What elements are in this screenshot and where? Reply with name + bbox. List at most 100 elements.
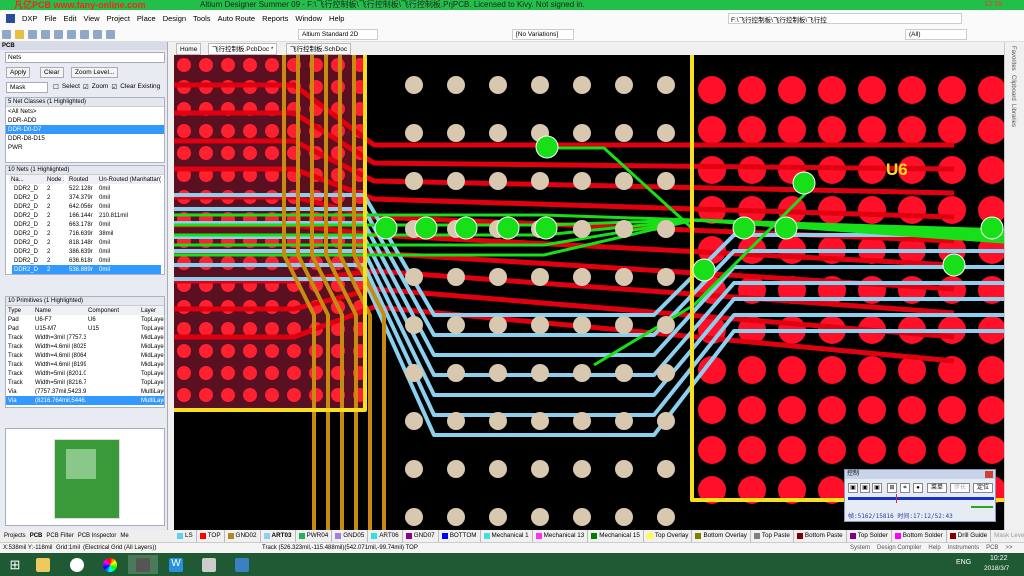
status-link[interactable]: PCB [986,545,999,551]
column-header[interactable]: Name [35,307,52,314]
layer-tab[interactable]: Top Overlay [644,530,693,542]
copy-icon[interactable] [80,30,89,39]
menu-window[interactable]: Window [295,14,323,23]
pcb-canvas[interactable] [174,55,1004,530]
column-header[interactable]: Node ... [47,176,67,183]
menu-design[interactable]: Design [162,14,187,23]
layer-tab[interactable]: GND07 [403,530,439,542]
layer-tab[interactable]: Top Solder [847,530,892,542]
new-icon[interactable] [2,30,11,39]
net-class-item[interactable]: DDR-ADD [8,117,37,124]
mode-select[interactable]: Nets [5,52,165,63]
column-header[interactable]: Layer [141,307,157,314]
net-class-item[interactable]: DDR-D0-D7 [6,125,164,134]
column-header[interactable]: Type [8,307,22,314]
status-link[interactable]: >> [1005,545,1013,551]
close-icon[interactable] [985,471,993,478]
select-checkbox[interactable]: ☐ [53,84,59,91]
zoom-icon[interactable] [54,30,63,39]
path-combo[interactable]: F:\飞行控制板\飞行控制板\飞行控 [728,13,962,24]
layer-tab[interactable]: BOTTOM [439,530,481,542]
status-link[interactable]: Design Compiler [877,545,922,551]
column-header[interactable]: Component [88,307,120,314]
tab-pcbdoc[interactable]: 飞行控制板.PcbDoc * [208,43,278,55]
save-icon[interactable] [28,30,37,39]
volume-slider[interactable] [971,506,993,508]
column-header[interactable]: Un-Routed (Manhattan) [99,176,161,183]
net-class-item[interactable]: DDR-D8-D15 [8,135,45,142]
layer-tab[interactable]: Mechanical 15 [588,530,644,542]
print-icon[interactable] [41,30,50,39]
menu-view[interactable]: View [83,14,100,23]
status-link[interactable]: Instruments [947,545,980,551]
clear-button[interactable]: Clear [40,67,64,78]
tab-pcb[interactable]: PCB [29,533,43,539]
net-class-item[interactable]: PWR [8,144,23,151]
taskbar-app7[interactable] [227,555,257,574]
cut-icon[interactable] [67,30,76,39]
layer-tab[interactable]: Bottom Paste [794,530,847,542]
open-icon[interactable] [15,30,24,39]
taskbar-time[interactable]: 10:22 [990,555,1008,562]
net-class-item[interactable]: <All Nets> [8,108,37,115]
fit-button[interactable]: ⊞ [887,483,897,493]
taskbar-cloud[interactable] [62,555,92,574]
column-header[interactable]: Na... [11,176,24,183]
menu-edit[interactable]: Edit [63,14,77,23]
variations-select[interactable]: [No Variations] [512,29,574,40]
table-row[interactable]: Via(7757.37mil,5423.94MultiLayer [6,387,164,396]
taskbar-app6[interactable] [194,555,224,574]
tab-favorites[interactable]: Favorites [1010,46,1016,71]
table-row[interactable]: Via(8216.764mil,5446.2MultiLayer [6,396,164,405]
view-mode-select[interactable]: Altium Standard 2D [298,29,378,40]
start-button[interactable]: ⊞ [0,555,30,574]
menu-dxp[interactable]: DXP [22,14,38,23]
menu-auto-route[interactable]: Auto Route [217,14,256,23]
layer-tab[interactable]: Bottom Solder [892,530,947,542]
layer-tab[interactable]: ART03 [261,530,296,542]
layer-extra-button[interactable]: Mask Level [991,530,1024,542]
layer-tab[interactable]: TOP [197,530,225,542]
layer-tab[interactable]: Top Paste [751,530,794,542]
layer-tab[interactable]: GND05 [332,530,369,542]
undo-icon[interactable] [93,30,102,39]
layer-tab[interactable]: ART06 [368,530,403,542]
tab-schdoc[interactable]: 飞行控制板.SchDoc [286,43,352,55]
board-minimap[interactable] [5,428,165,526]
layer-tab[interactable]: Bottom Overlay [692,530,751,542]
capture-button[interactable]: ● [913,483,923,493]
taskbar-photos[interactable] [95,555,125,574]
taskbar-explorer[interactable] [28,555,58,574]
tab-clipboard[interactable]: Clipboard [1010,74,1016,101]
taskbar-date[interactable]: 2018/3/7 [984,565,1010,572]
pause-button[interactable]: ▣ [860,483,870,493]
layer-tab[interactable]: Mechanical 1 [481,530,533,542]
menu-file[interactable]: File [44,14,57,23]
tab-pcb-filter[interactable]: PCB Filter [46,533,74,539]
menu-project[interactable]: Project [106,14,130,23]
menu-reports[interactable]: Reports [262,14,289,23]
column-header[interactable]: Routed [69,176,89,183]
layer-tab[interactable]: PWR04 [296,530,333,542]
redo-icon[interactable] [106,30,115,39]
layer-tab[interactable]: Mechanical 13 [533,530,589,542]
status-link[interactable]: Help [928,545,941,551]
tab-home[interactable]: Home [176,43,202,55]
layer-tab[interactable]: Drill Guide [947,530,992,542]
